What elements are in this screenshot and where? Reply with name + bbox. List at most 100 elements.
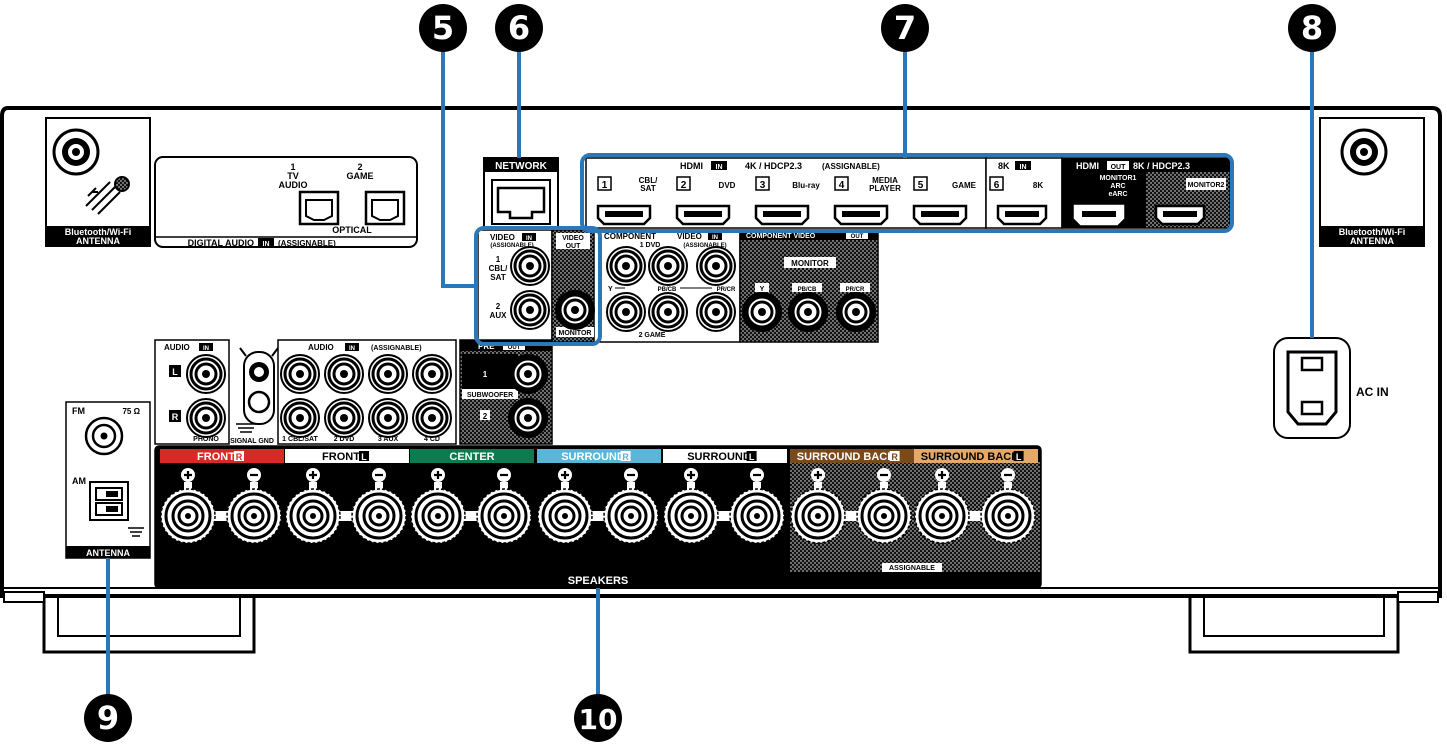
svg-text:SUBWOOFER: SUBWOOFER: [467, 392, 513, 399]
phono-l-jack[interactable]: [186, 354, 226, 394]
speaker-terminal-1-minus[interactable]: [226, 482, 282, 544]
phono-r-jack[interactable]: [186, 398, 226, 438]
component-out-y-jack[interactable]: [742, 292, 782, 332]
svg-text:PB/CB: PB/CB: [798, 287, 817, 293]
optical-label: OPTICAL: [332, 225, 372, 235]
speaker-group-6-side: R: [891, 452, 898, 462]
speaker-terminal-6-plus[interactable]: [790, 482, 846, 544]
svg-text:8K / HDCP2.3: 8K / HDCP2.3: [1133, 161, 1190, 171]
am-antenna-terminal[interactable]: [89, 481, 129, 521]
bt-antenna-left[interactable]: Bluetooth/Wi-Fi ANTENNA: [45, 117, 151, 247]
audio-in-2-l-jack[interactable]: [324, 354, 364, 394]
callout-5-highlight: [474, 226, 602, 346]
hdmi-out-monitor2-port[interactable]: [1154, 204, 1206, 226]
speaker-group-5-side: L: [749, 452, 755, 462]
callout-8: 8: [1288, 4, 1336, 52]
component-out-pb-jack[interactable]: [788, 292, 828, 332]
component-in-1-y-jack[interactable]: [606, 246, 646, 286]
ac-in-label: AC IN: [1356, 385, 1389, 399]
svg-text:IN: IN: [712, 235, 718, 241]
audio-in-3-r-jack[interactable]: [368, 398, 408, 438]
svg-text:MONITOR: MONITOR: [791, 259, 829, 268]
svg-text:HDMI: HDMI: [1076, 161, 1099, 171]
optical-port-2[interactable]: [364, 190, 406, 226]
svg-text:AUX: AUX: [490, 311, 508, 320]
svg-text:VIDEO: VIDEO: [490, 233, 515, 242]
video-in-1-jack[interactable]: [510, 246, 550, 286]
svg-text:(ASSIGNABLE): (ASSIGNABLE): [683, 243, 726, 249]
hdmi-in-3-name: Blu-ray: [792, 181, 820, 190]
speaker-terminal-7-plus[interactable]: [914, 482, 970, 544]
pre-out-sub-2-jack[interactable]: [508, 398, 548, 438]
audio-in-4-r-jack[interactable]: [412, 398, 452, 438]
svg-text:Y: Y: [608, 286, 613, 293]
svg-text:ARC: ARC: [1110, 183, 1125, 190]
component-in-1-pb-jack[interactable]: [648, 246, 688, 286]
speaker-terminal-1-plus[interactable]: [160, 482, 216, 544]
hdmi-in-4-num: 4: [839, 180, 845, 191]
audio-in-2-r-jack[interactable]: [324, 398, 364, 438]
speaker-terminal-2-plus[interactable]: [285, 482, 341, 544]
speaker-terminal-6-minus[interactable]: [856, 482, 912, 544]
bt-left-label-1: Bluetooth/Wi-Fi: [65, 227, 131, 237]
callout-5: 5: [419, 4, 467, 52]
bt-right-label-1: Bluetooth/Wi-Fi: [1339, 227, 1405, 237]
optical-tv: TV: [287, 171, 299, 181]
network-label: NETWORK: [495, 161, 547, 172]
speaker-terminal-5-plus[interactable]: [663, 482, 719, 544]
svg-text:COMPONENT VIDEO: COMPONENT VIDEO: [746, 233, 816, 240]
audio-in-4-l-jack[interactable]: [412, 354, 452, 394]
svg-text:PHONO: PHONO: [193, 436, 219, 443]
bt-right-label-2: ANTENNA: [1350, 236, 1394, 246]
hdmi-in-2-name: DVD: [719, 181, 736, 190]
speaker-terminal-4-minus[interactable]: [603, 482, 659, 544]
hdmi-in-5-name: GAME: [952, 181, 977, 190]
speakers-label: SPEAKERS: [568, 575, 629, 587]
speaker-group-3-name: CENTER: [449, 451, 494, 463]
speaker-group-1-name: FRONT: [197, 451, 235, 463]
component-in-2-pb-jack[interactable]: [648, 292, 688, 332]
ac-inlet[interactable]: [1273, 337, 1351, 439]
component-out-pr-jack[interactable]: [836, 292, 876, 332]
optical-port-1[interactable]: [298, 190, 340, 226]
optical-game-num: 2: [357, 162, 362, 172]
speaker-terminal-3-plus[interactable]: [410, 482, 466, 544]
component-in-2-y-jack[interactable]: [606, 292, 646, 332]
fm-antenna-connector[interactable]: [84, 416, 124, 456]
speaker-terminal-4-plus[interactable]: [537, 482, 593, 544]
speaker-terminal-3-minus[interactable]: [476, 482, 532, 544]
video-out-monitor-jack[interactable]: [555, 290, 595, 330]
optical-tv-num: 1: [290, 162, 295, 172]
network-port[interactable]: NETWORK: [483, 157, 559, 233]
svg-text:PR/CR: PR/CR: [717, 287, 736, 293]
audio-in-1-l-jack[interactable]: [280, 354, 320, 394]
callout-7-highlight: [580, 153, 1234, 233]
component-in-1-pr-jack[interactable]: [696, 246, 736, 286]
bt-antenna-right[interactable]: Bluetooth/Wi-Fi ANTENNA: [1319, 117, 1425, 247]
component-in-2-pr-jack[interactable]: [696, 292, 736, 332]
speakers-assignable-label: ASSIGNABLE: [889, 565, 935, 572]
speaker-group-6-name: SURROUND BACK: [797, 451, 895, 463]
signal-gnd-terminal[interactable]: SIGNAL GND: [230, 347, 279, 445]
speaker-terminal-5-minus[interactable]: [729, 482, 785, 544]
callout-6: 6: [495, 4, 543, 52]
pre-out-sub-1-jack[interactable]: [508, 354, 548, 394]
speaker-terminal-2-minus[interactable]: [351, 482, 407, 544]
speaker-terminal-7-minus[interactable]: [980, 482, 1036, 544]
hdmi-out-monitor1-port[interactable]: [1073, 204, 1125, 226]
svg-text:AM: AM: [72, 476, 86, 486]
svg-text:OUT: OUT: [508, 345, 521, 351]
audio-in-1-r-jack[interactable]: [280, 398, 320, 438]
video-in-2-jack[interactable]: [510, 290, 550, 330]
audio-in-3-l-jack[interactable]: [368, 354, 408, 394]
hdmi-in-6-port[interactable]: [996, 204, 1048, 226]
